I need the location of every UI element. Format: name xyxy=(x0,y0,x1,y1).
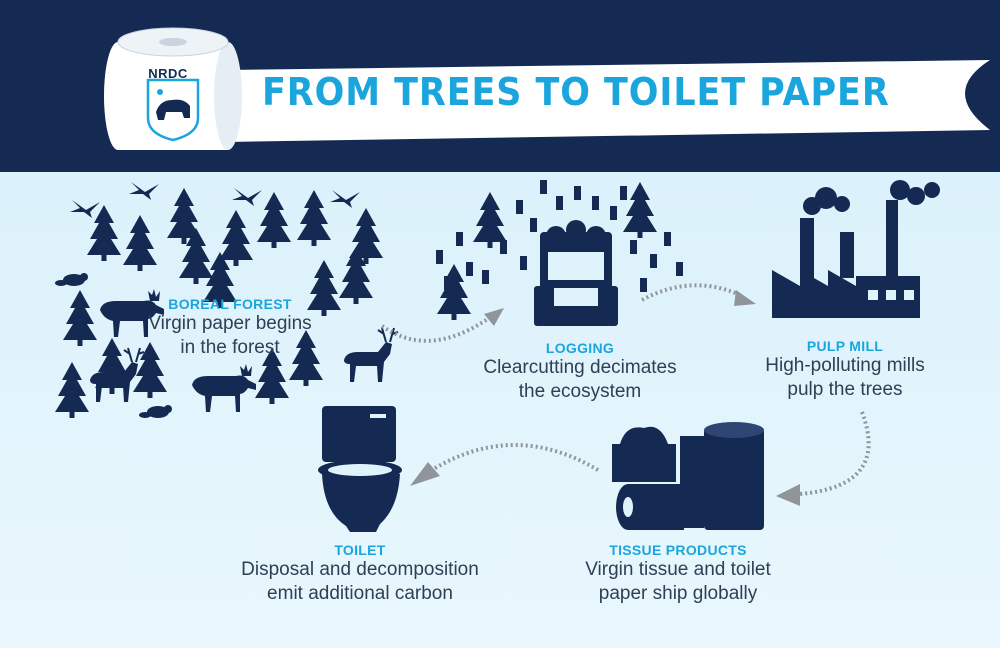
stage-boreal-forest: BOREAL FOREST Virgin paper begins in the… xyxy=(130,296,330,360)
stage-description-line: pulp the trees xyxy=(787,379,903,400)
stage-tissue-products: TISSUE PRODUCTS Virgin tissue and toilet… xyxy=(560,542,796,606)
stage-toilet: TOILET Disposal and decomposition emit a… xyxy=(226,542,494,606)
stage-pulp-mill: PULP MILL High-polluting mills pulp the … xyxy=(740,338,950,402)
nrdc-logo-icon xyxy=(146,78,200,142)
arrow-logging-to-mill xyxy=(641,283,756,306)
flow-arrows xyxy=(380,283,871,506)
stage-title: BOREAL FOREST xyxy=(168,296,292,312)
stage-description-line: Clearcutting decimates xyxy=(483,357,677,378)
stage-description-line: Disposal and decomposition xyxy=(241,559,479,580)
stage-title: TISSUE PRODUCTS xyxy=(609,542,747,558)
stage-description-line: High-polluting mills xyxy=(765,355,925,376)
page-title: FROM TREES TO TOILET PAPER xyxy=(262,70,890,114)
stage-description-line: emit additional carbon xyxy=(267,583,453,604)
arrow-tissue-to-toilet xyxy=(410,443,600,486)
stage-logging: LOGGING Clearcutting decimates the ecosy… xyxy=(460,340,700,404)
stage-description-line: Virgin paper begins xyxy=(148,313,312,334)
stage-title: LOGGING xyxy=(545,340,615,356)
arrow-forest-to-logging xyxy=(380,308,504,343)
stage-description-line: the ecosystem xyxy=(518,381,642,402)
stage-description-line: in the forest xyxy=(180,337,280,358)
factory-icon xyxy=(772,180,940,318)
stage-title: PULP MILL xyxy=(806,338,884,354)
tissue-products-icon xyxy=(612,422,764,530)
stage-description-line: Virgin tissue and toilet xyxy=(585,559,771,580)
stage-title: TOILET xyxy=(334,542,386,558)
logging-truck-icon xyxy=(436,180,683,326)
arrow-mill-to-tissue xyxy=(776,411,871,506)
toilet-icon xyxy=(318,406,402,532)
stage-description-line: paper ship globally xyxy=(598,583,758,604)
logo-text: NRDC xyxy=(148,66,188,81)
toilet-roll-icon xyxy=(104,27,990,150)
